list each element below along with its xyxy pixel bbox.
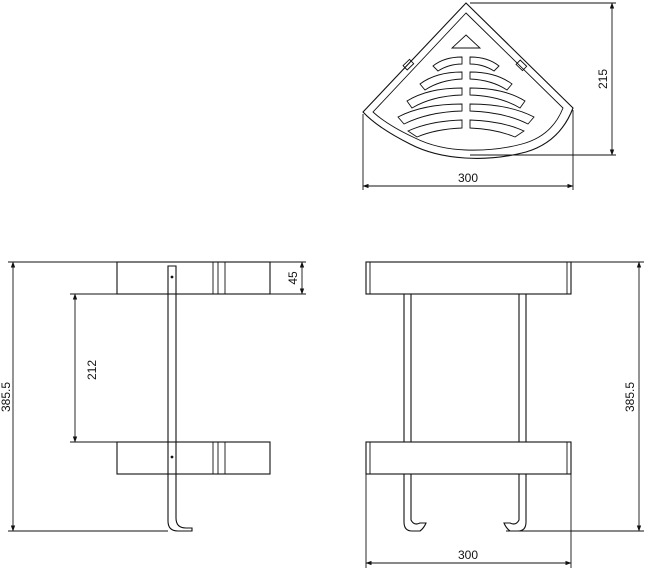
- front-left-rod: [403, 293, 412, 443]
- shelf-inner-rim: [372, 12, 564, 151]
- front-right-rod: [518, 293, 527, 443]
- front-upper-shelf: [365, 261, 572, 295]
- rim-notch-left: [402, 58, 415, 71]
- top-view: 300 215: [362, 2, 616, 190]
- front-lower-shelf: [365, 441, 572, 475]
- drain-triangle: [450, 34, 482, 49]
- side-upper-shelf: [116, 261, 271, 295]
- side-shelf-spacing-dimension: 212: [85, 360, 99, 380]
- rim-notch-right: [515, 59, 528, 72]
- front-width-dimension: 300: [458, 548, 478, 562]
- side-view: 385.5 212 45: [0, 261, 306, 532]
- side-rod: [167, 265, 193, 532]
- drain-slots: [397, 56, 535, 138]
- side-lower-shelf: [116, 441, 271, 475]
- top-depth-dimension: 215: [596, 69, 610, 89]
- side-total-height-dimension: 385.5: [0, 382, 13, 412]
- top-width-dimension: 300: [458, 171, 478, 185]
- front-total-height-dimension: 385.5: [623, 382, 637, 412]
- front-view: 385.5 300: [365, 261, 644, 568]
- shelf-outline-top: [362, 2, 574, 159]
- side-shelf-thickness-dimension: 45: [286, 271, 300, 285]
